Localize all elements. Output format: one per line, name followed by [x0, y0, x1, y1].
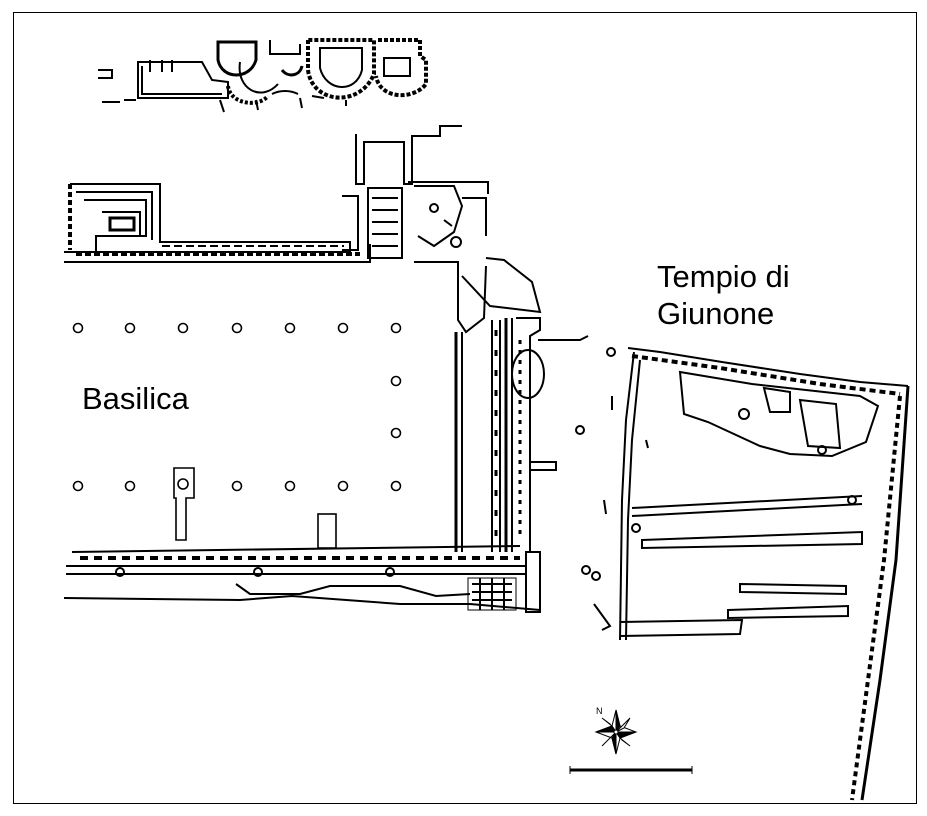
- column: [390, 375, 402, 387]
- temple-label-line2: Giunone: [657, 296, 775, 332]
- bath-ruins-top: [98, 38, 428, 113]
- column: [177, 478, 189, 490]
- column: [390, 480, 402, 492]
- column: [72, 322, 84, 334]
- basilica-south-walls: [63, 545, 541, 613]
- basilica-east-walls: [414, 257, 589, 552]
- column: [390, 427, 402, 439]
- compass-rose-icon: [594, 709, 638, 755]
- basilica-label: Basilica: [82, 381, 189, 416]
- column: [231, 480, 243, 492]
- north-letter: N: [596, 706, 603, 716]
- column: [284, 480, 296, 492]
- temple-of-juno: [575, 347, 910, 801]
- column: [231, 322, 243, 334]
- column: [72, 480, 84, 492]
- column: [177, 322, 189, 334]
- column: [124, 322, 136, 334]
- basilica-columns: [72, 322, 402, 549]
- column: [337, 322, 349, 334]
- column: [390, 322, 402, 334]
- scale-bar: [569, 766, 693, 774]
- column: [124, 480, 136, 492]
- map-frame: [13, 12, 917, 804]
- north-rooms: [64, 125, 489, 263]
- column: [337, 480, 349, 492]
- temple-label-line1: Tempio di: [657, 259, 790, 294]
- temple-label: Tempio di Giunone: [657, 258, 790, 332]
- column: [284, 322, 296, 334]
